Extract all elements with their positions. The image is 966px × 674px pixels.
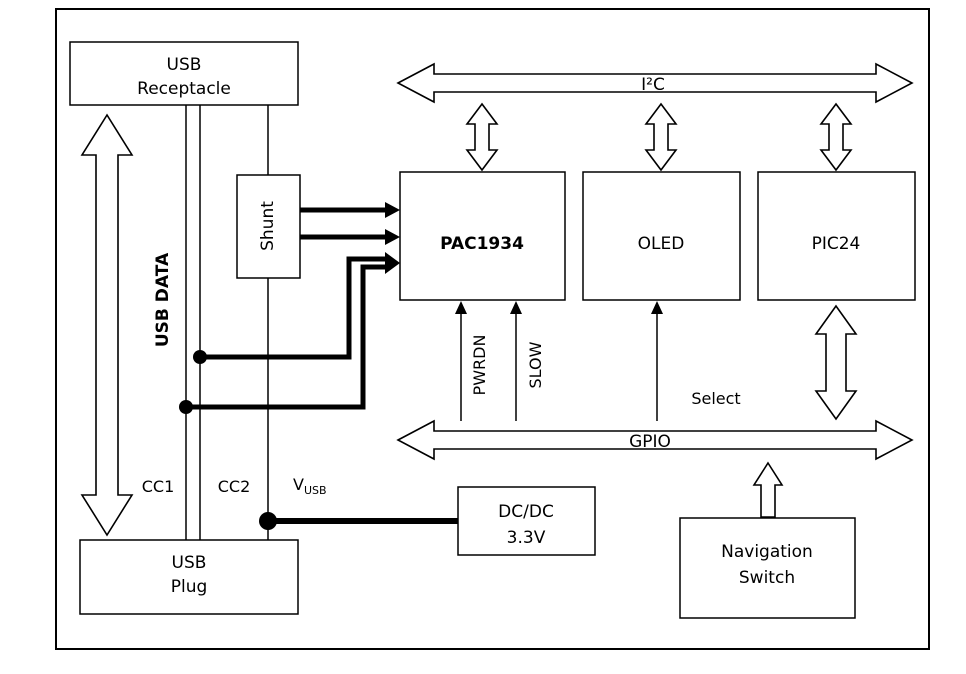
junction-dot-cc2 — [193, 350, 207, 364]
select-label: Select — [691, 389, 740, 408]
pac-sense-arrowhead-1 — [385, 202, 400, 218]
cc1-monitor-wire — [186, 264, 386, 410]
cc2-label: CC2 — [218, 477, 251, 496]
usb-plug-label-line1: USB — [172, 553, 207, 573]
navigation-switch-label-line2: Switch — [739, 568, 795, 588]
gpio-bus-label: GPIO — [629, 432, 671, 452]
usb-plug-label-line2: Plug — [171, 577, 208, 597]
pac1934-label: PAC1934 — [440, 234, 524, 254]
usb-plug-box — [79, 539, 299, 615]
navigation-switch-box — [679, 517, 856, 619]
pac-sense-arrowhead-3 — [385, 252, 400, 274]
usb-data-arrow — [80, 113, 134, 537]
navigation-switch-label-line1: Navigation — [721, 542, 813, 562]
select-arrowhead — [651, 301, 663, 314]
usb-data-label: USB DATA — [153, 252, 173, 347]
cc2-monitor-wire — [200, 256, 386, 360]
junction-dot-vusb — [259, 512, 277, 530]
usb-receptacle-label-line1: USB — [167, 55, 202, 75]
i2c-pac1934-connector-arrow — [465, 102, 499, 172]
usb-receptacle-label-line2: Receptacle — [137, 79, 231, 99]
gpio-bus-arrow — [396, 419, 914, 461]
i2c-bus-arrow — [396, 62, 914, 104]
pwrdn-arrowhead — [455, 301, 467, 314]
shunt-label: Shunt — [258, 201, 278, 251]
diagram-border — [55, 8, 930, 650]
pic24-gpio-connector-arrow — [814, 304, 858, 421]
pic24-box — [757, 171, 916, 301]
navigation-gpio-arrow — [752, 461, 784, 518]
dcdc-label-line2: 3.3V — [507, 528, 546, 548]
dcdc-box — [457, 486, 596, 556]
slow-arrowhead — [510, 301, 522, 314]
cc1-label: CC1 — [142, 477, 175, 496]
pac1934-box — [399, 171, 566, 301]
junction-dot-cc1 — [179, 400, 193, 414]
i2c-oled-connector-arrow — [644, 102, 678, 172]
dcdc-label-line1: DC/DC — [498, 502, 554, 522]
i2c-pic24-connector-arrow — [819, 102, 853, 172]
usb-receptacle-box — [69, 41, 299, 106]
vusb-label: VUSB — [293, 475, 327, 497]
shunt-box — [236, 174, 301, 279]
pwrdn-label: PWRDN — [470, 335, 489, 396]
oled-label: OLED — [638, 234, 685, 254]
pac-sense-arrowhead-2 — [385, 229, 400, 245]
pic24-label: PIC24 — [812, 234, 861, 254]
i2c-bus-label: I²C — [641, 75, 665, 95]
oled-box — [582, 171, 741, 301]
slow-label: SLOW — [526, 341, 545, 388]
